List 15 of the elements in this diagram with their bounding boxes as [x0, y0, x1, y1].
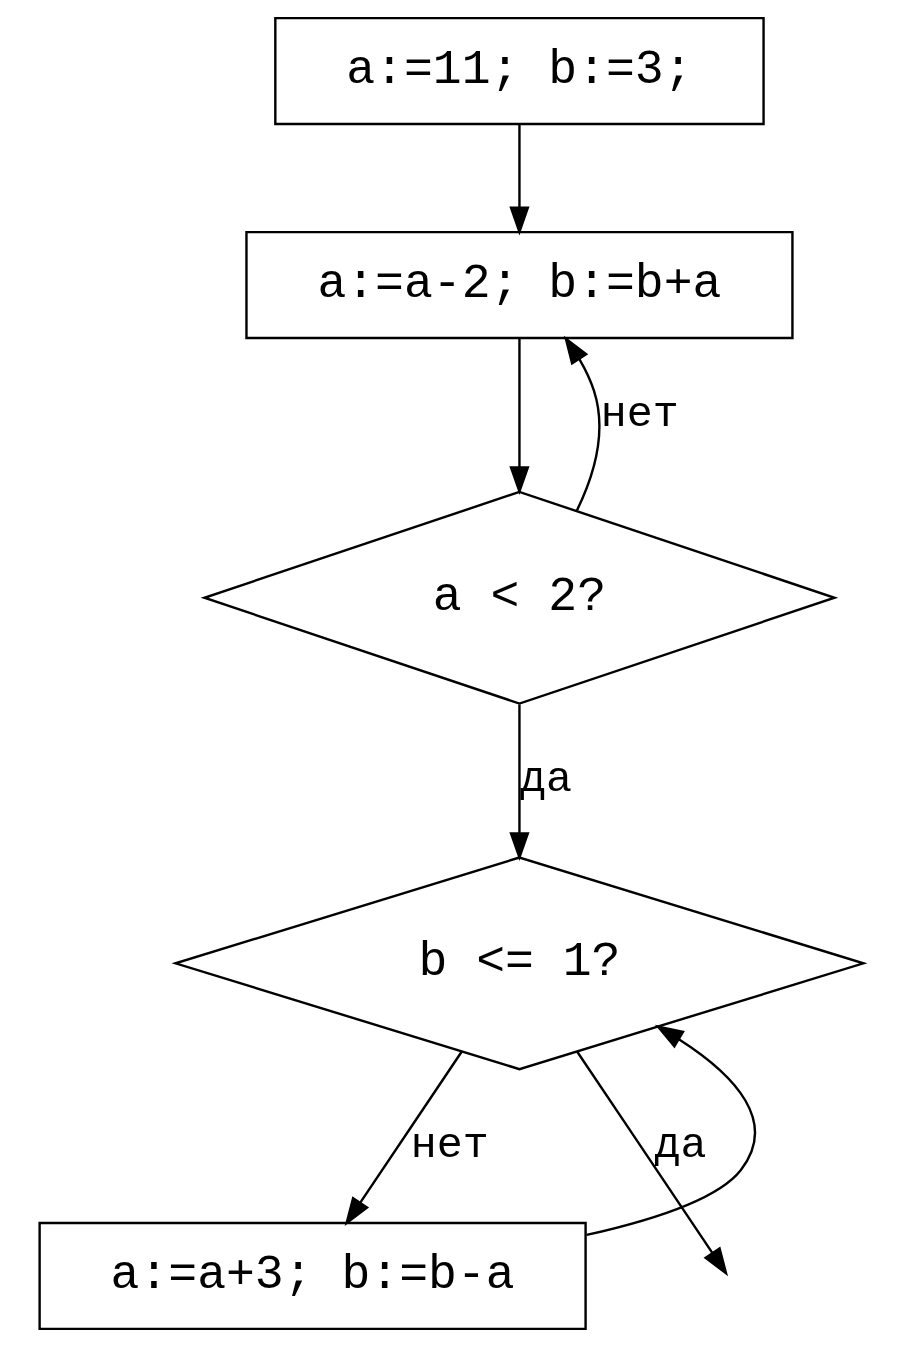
arrow [344, 1050, 463, 1226]
node-diamond: b <= 1? [170, 856, 867, 1071]
edge-label: да [654, 1120, 707, 1170]
node-diamond: a < 2? [200, 490, 838, 705]
edge-label: нет [410, 1120, 489, 1170]
arrow [563, 335, 600, 511]
node-box: a:=a-2; b:=b+a [244, 230, 794, 340]
arrow [508, 704, 530, 862]
arrow [508, 124, 530, 236]
node-box: a:=11; b:=3; [273, 16, 765, 126]
arrow [575, 1050, 728, 1277]
node-box: a:=a+3; b:=b-a [37, 1221, 587, 1331]
edge-label: нет [600, 389, 679, 439]
arrow [508, 338, 530, 496]
arrow [585, 1024, 756, 1237]
